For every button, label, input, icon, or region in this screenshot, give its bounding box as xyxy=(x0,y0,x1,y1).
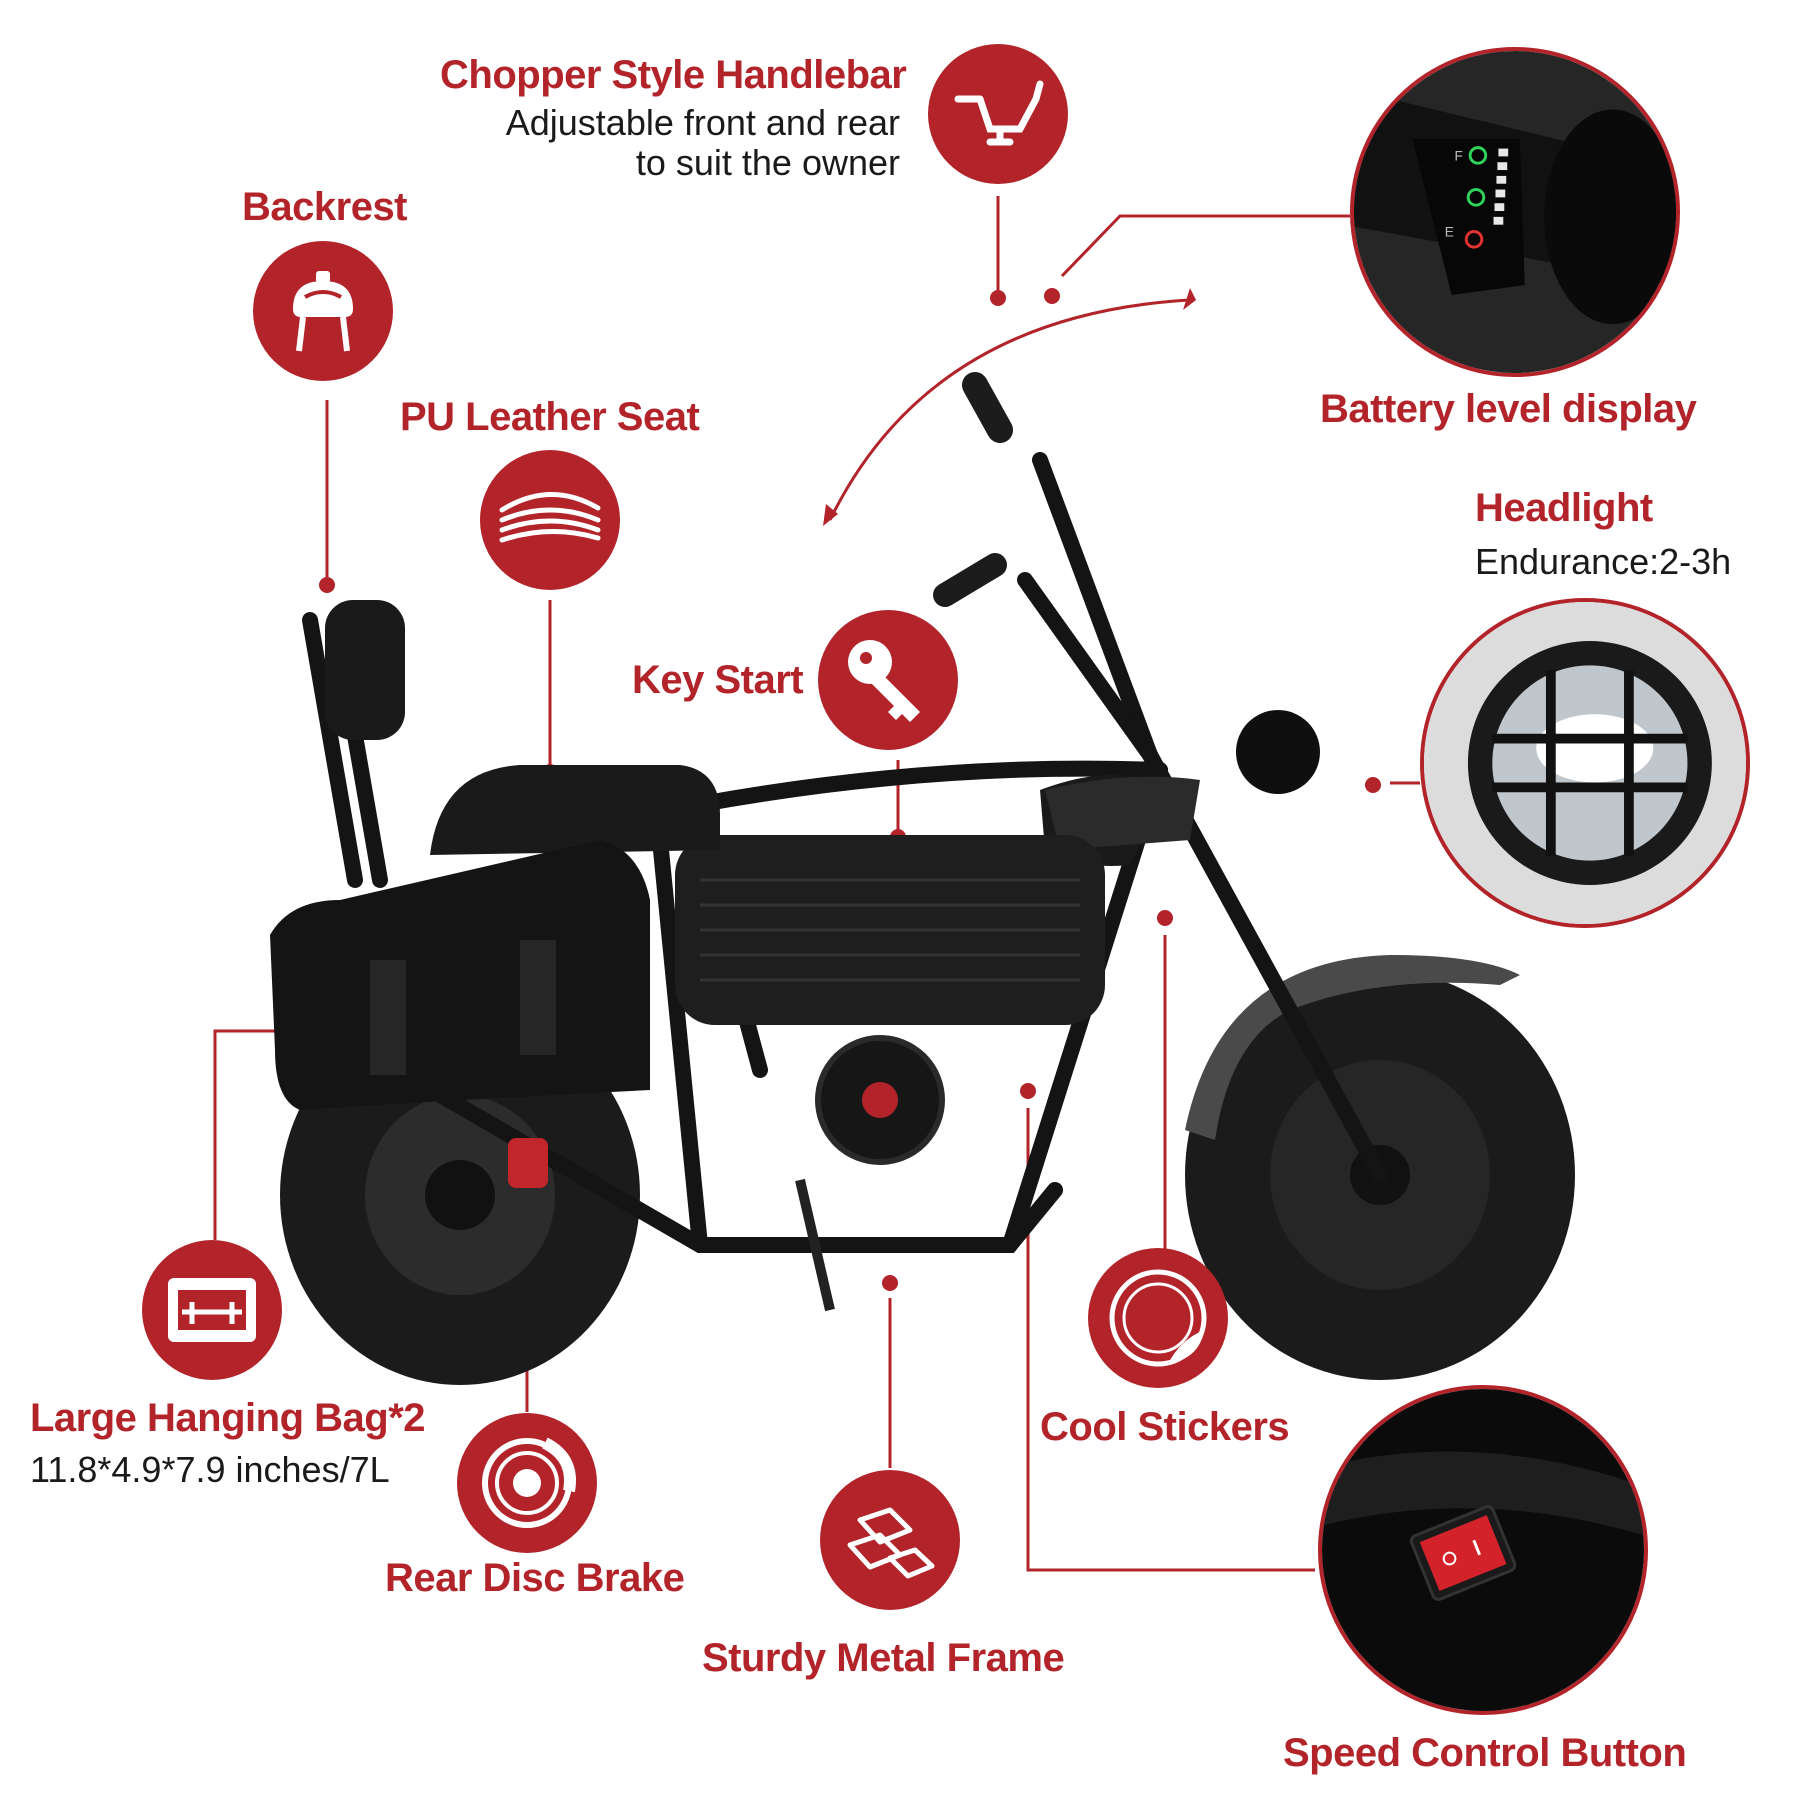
front-fender xyxy=(1185,955,1520,1140)
leather-icon xyxy=(499,492,601,543)
speed-title: Speed Control Button xyxy=(1283,1731,1687,1775)
handlebar-grip xyxy=(962,372,1013,443)
handlebar-grip xyxy=(933,553,1007,607)
handlebar-desc-line2: to suit the owner xyxy=(635,142,900,183)
brake-title: Rear Disc Brake xyxy=(385,1556,685,1600)
disc-brake-icon xyxy=(482,1437,576,1528)
battery-title: Battery level display xyxy=(1320,387,1697,431)
backrest-title: Backrest xyxy=(242,185,408,229)
headlight-photo xyxy=(1420,598,1750,928)
frame-title: Sturdy Metal Frame xyxy=(702,1636,1065,1680)
handlebar-icon xyxy=(954,80,1044,146)
stickers-badge xyxy=(1088,1248,1228,1388)
frame-sticker xyxy=(1045,776,1200,850)
battery-full-label: F xyxy=(1455,148,1463,163)
hanging-bag xyxy=(270,840,650,1110)
key-title: Key Start xyxy=(632,658,804,702)
seat-badge xyxy=(480,450,620,590)
battery-display-photo: F E xyxy=(1350,47,1680,377)
bag-badge xyxy=(142,1240,282,1380)
seat xyxy=(430,765,720,855)
key-icon xyxy=(848,640,920,722)
brake-badge xyxy=(457,1413,597,1553)
handlebar-desc-line1: Adjustable front and rear xyxy=(505,102,900,143)
backrest-icon xyxy=(293,271,353,352)
kickstand xyxy=(795,1178,835,1312)
headlight-desc: Endurance:2-3h xyxy=(1475,541,1732,582)
handlebar-title: Chopper Style Handlebar xyxy=(440,53,907,97)
stickers-title: Cool Stickers xyxy=(1040,1405,1290,1449)
metal-bars-icon xyxy=(847,1507,935,1579)
sticker-icon xyxy=(1109,1269,1207,1367)
frame-badge xyxy=(820,1470,960,1610)
headlight-title: Headlight xyxy=(1475,486,1653,530)
brake-caliper xyxy=(508,1138,548,1188)
battery-empty-label: E xyxy=(1445,224,1454,239)
seat-title: PU Leather Seat xyxy=(400,395,700,439)
key-badge xyxy=(818,610,958,750)
headlight-housing xyxy=(1236,710,1320,794)
speed-switch-photo xyxy=(1318,1385,1648,1715)
bag-desc: 11.8*4.9*7.9 inches/7L xyxy=(30,1449,390,1490)
handlebar-badge xyxy=(928,44,1068,184)
backrest-pad xyxy=(325,600,405,740)
backrest-badge xyxy=(253,241,393,381)
bag-title: Large Hanging Bag*2 xyxy=(30,1396,426,1440)
bag-icon xyxy=(168,1278,256,1342)
